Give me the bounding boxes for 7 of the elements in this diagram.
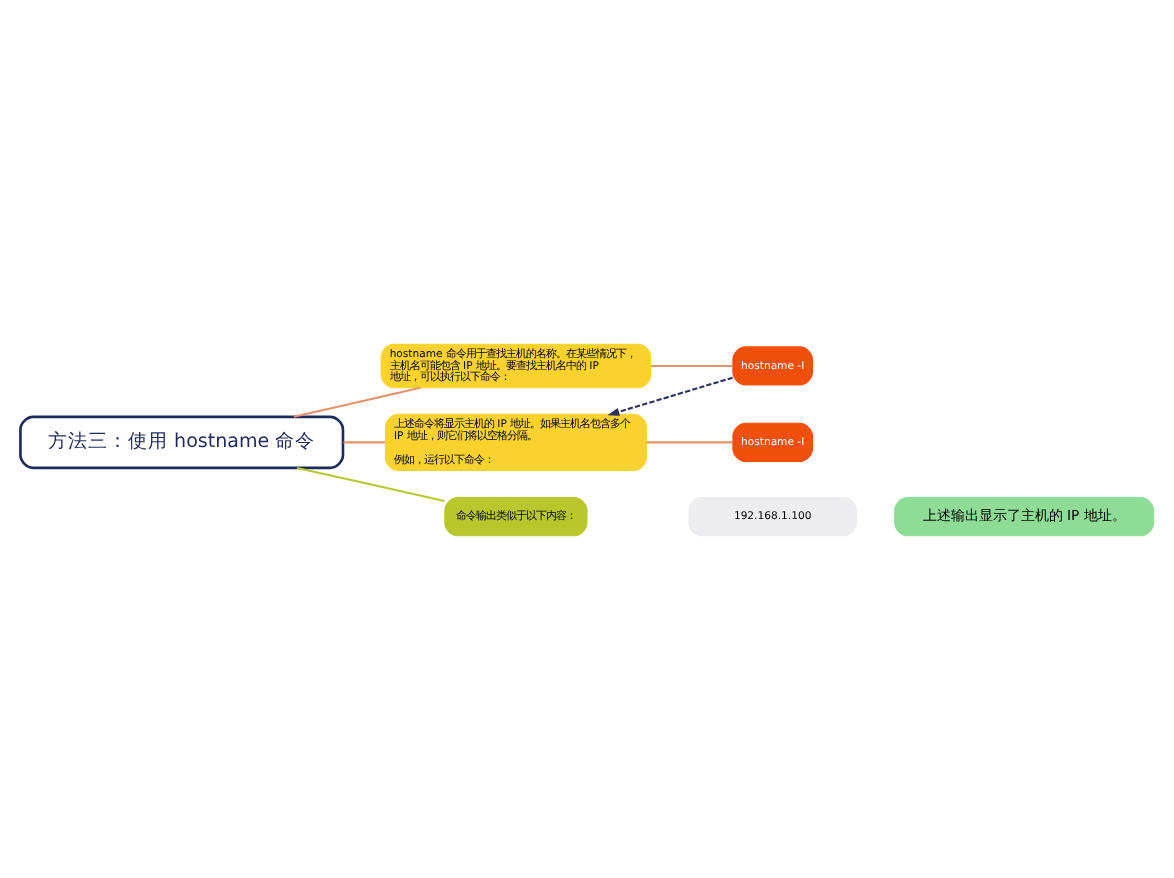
connector xyxy=(293,385,421,417)
connector xyxy=(296,465,445,501)
connector xyxy=(646,440,733,443)
connector xyxy=(651,363,733,367)
arrow xyxy=(607,375,733,415)
connector xyxy=(343,440,385,443)
node-box: 方法三：使用 hostname 命令 xyxy=(19,414,345,469)
